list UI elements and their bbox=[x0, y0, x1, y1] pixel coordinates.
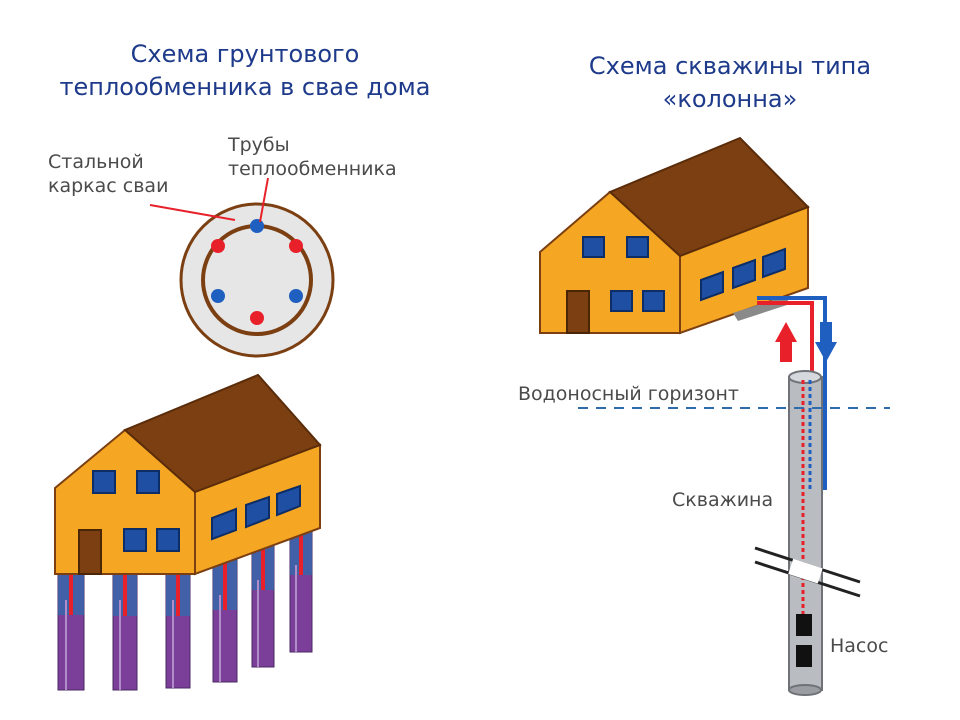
house-window bbox=[245, 495, 270, 529]
break-gap bbox=[788, 558, 823, 584]
hot-pipe-dot bbox=[250, 311, 264, 325]
aquifer-label: Водоносный горизонт bbox=[518, 383, 739, 405]
house-window bbox=[582, 236, 605, 258]
house-window bbox=[136, 470, 160, 494]
pile bbox=[251, 544, 275, 668]
cold-pipe-dot bbox=[211, 289, 225, 303]
pipes-label-line-2: теплообменника bbox=[228, 158, 397, 180]
house-door bbox=[78, 529, 102, 575]
cold-pipe-dot bbox=[250, 219, 264, 233]
pump-label: Насос bbox=[830, 635, 889, 657]
pile bbox=[212, 559, 238, 683]
hot-pipe-dot bbox=[211, 239, 225, 253]
pump-block bbox=[796, 645, 812, 667]
left-diagram-title: Схема грунтового теплообменника в свае д… bbox=[20, 38, 470, 104]
house-window bbox=[92, 470, 116, 494]
well-casing bbox=[788, 376, 823, 691]
pipes-leader-line bbox=[259, 177, 269, 223]
house-door bbox=[566, 290, 590, 334]
heat-exchanger-pipes-label: Трубы теплообменника bbox=[228, 133, 397, 181]
house-window bbox=[642, 290, 665, 312]
well-bottom bbox=[788, 684, 822, 696]
left-title-line-2: теплообменника в свае дома bbox=[59, 73, 431, 101]
house-window bbox=[211, 507, 237, 541]
pile bbox=[289, 529, 313, 653]
left-title-line-1: Схема грунтового bbox=[130, 40, 360, 68]
house-window bbox=[626, 236, 649, 258]
well-label: Скважина bbox=[672, 489, 774, 511]
house-window bbox=[276, 484, 301, 517]
house-window bbox=[156, 528, 180, 552]
well-top bbox=[788, 370, 822, 384]
steel-frame-label-line-1: Стальной bbox=[48, 151, 144, 173]
pump-block bbox=[796, 614, 812, 636]
house-window bbox=[123, 528, 147, 552]
pile bbox=[165, 565, 191, 689]
up-arrow-icon bbox=[775, 322, 797, 342]
right-title-line-2: «колонна» bbox=[662, 85, 798, 113]
down-arrow-icon bbox=[820, 322, 832, 344]
cold-pipe bbox=[757, 296, 827, 490]
steel-frame-label-line-2: каркас сваи bbox=[48, 175, 169, 197]
pile-house bbox=[54, 373, 322, 576]
house-roof bbox=[123, 373, 322, 494]
hot-pipe-dot bbox=[289, 239, 303, 253]
pile-cross-section bbox=[149, 177, 335, 358]
pile bbox=[57, 559, 85, 691]
house-window bbox=[732, 258, 756, 290]
up-arrow-icon bbox=[780, 338, 792, 362]
house-window bbox=[610, 290, 633, 312]
right-diagram-title: Схема скважины типа «колонна» bbox=[530, 50, 930, 116]
house-roof bbox=[608, 136, 810, 258]
pipes-label-line-1: Трубы bbox=[228, 134, 290, 156]
house-window bbox=[762, 247, 786, 279]
house-window bbox=[700, 270, 724, 302]
steel-frame-label: Стальной каркас сваи bbox=[48, 150, 168, 198]
well-column bbox=[788, 370, 823, 696]
down-arrow-icon bbox=[815, 342, 837, 362]
pile bbox=[112, 565, 138, 691]
frame-leader-line bbox=[149, 204, 236, 221]
cold-pipe-dot bbox=[289, 289, 303, 303]
right-title-line-1: Схема скважины типа bbox=[588, 52, 872, 80]
